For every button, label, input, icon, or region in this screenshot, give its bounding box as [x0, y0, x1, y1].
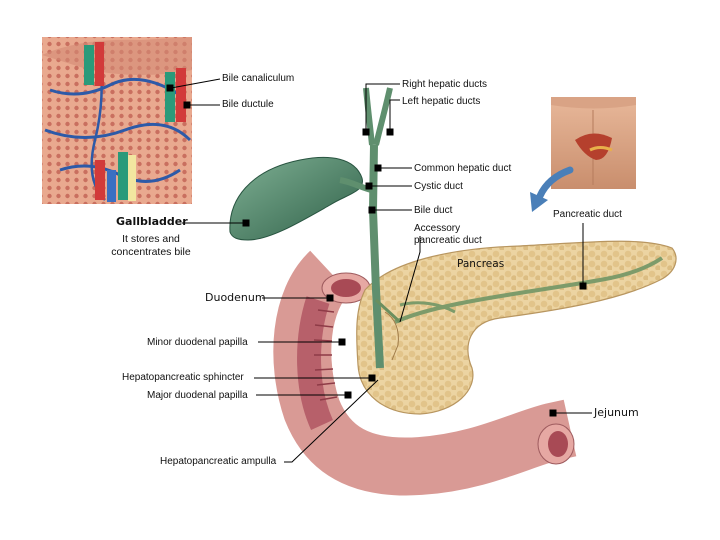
- marker-minor-duodenal-papilla: [338, 338, 346, 346]
- marker-right-hepatic-ducts: [362, 128, 370, 136]
- label-major-duodenal-papilla: Major duodenal papilla: [147, 390, 248, 401]
- blue-pointer-arrow: [536, 166, 574, 200]
- duodenum-drawing: [273, 250, 577, 496]
- label-pancreas: Pancreas: [457, 258, 505, 270]
- label-gallbladder: Gallbladder: [116, 215, 188, 228]
- marker-bile-ductule: [183, 101, 191, 109]
- label-hepatopancreatic-sphincter: Hepatopancreatic sphincter: [122, 372, 244, 383]
- marker-jejunum: [549, 409, 557, 417]
- label-accessory-pancreatic-duct: Accessory pancreatic duct: [414, 223, 482, 246]
- label-minor-duodenal-papilla: Minor duodenal papilla: [147, 337, 248, 348]
- marker-bile-duct: [368, 206, 376, 214]
- marker-duodenum: [326, 294, 334, 302]
- label-cystic-duct: Cystic duct: [414, 181, 463, 192]
- marker-major-duodenal-papilla: [344, 391, 352, 399]
- marker-bile-canaliculum: [166, 84, 174, 92]
- marker-hepatopancreatic-sphincter: [368, 374, 376, 382]
- liver-tissue-inset: [42, 37, 192, 204]
- label-jejunum: Jejunum: [594, 406, 639, 419]
- label-bile-duct: Bile duct: [414, 205, 453, 216]
- label-bile-canaliculum: Bile canaliculum: [222, 73, 295, 84]
- label-hepatopancreatic-ampulla: Hepatopancreatic ampulla: [160, 456, 277, 467]
- leader-bile-canaliculum: [170, 78, 221, 89]
- leader-right-hepatic-ducts: [365, 83, 400, 132]
- label-gallbladder-note: It stores and concentrates bile: [111, 233, 191, 258]
- marker-common-hepatic-duct: [374, 164, 382, 172]
- leader-accessory-pancreatic-duct: [399, 236, 421, 323]
- marker-left-hepatic-ducts: [386, 128, 394, 136]
- pancreas-drawing: [356, 240, 677, 415]
- label-pancreatic-duct: Pancreatic duct: [553, 209, 622, 220]
- label-bile-ductule: Bile ductule: [222, 99, 274, 110]
- leader-hepatopancreatic-ampulla: [284, 379, 379, 463]
- label-left-hepatic-ducts: Left hepatic ducts: [402, 96, 481, 107]
- label-right-hepatic-ducts: Right hepatic ducts: [402, 79, 488, 90]
- marker-pancreatic-duct: [579, 282, 587, 290]
- label-common-hepatic-duct: Common hepatic duct: [414, 163, 512, 174]
- gallbladder-and-ducts: [229, 87, 402, 369]
- marker-cystic-duct: [365, 182, 373, 190]
- marker-gallbladder: [242, 219, 250, 227]
- blue-arrowhead: [530, 192, 548, 212]
- label-duodenum: Duodenum: [205, 291, 266, 304]
- leader-left-hepatic-ducts: [389, 99, 400, 132]
